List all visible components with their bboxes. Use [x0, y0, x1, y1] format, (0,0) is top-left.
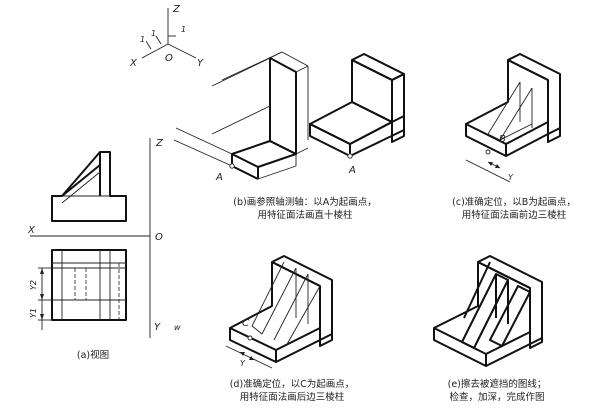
point-c-label: C — [242, 318, 249, 329]
caption-c-line1: (c)准确定位，以B为起画点， — [452, 197, 576, 208]
caption-e-line1: (e)擦去被遮挡的图线； — [447, 379, 547, 390]
caption-a: (a)视图 — [58, 349, 128, 362]
axis-origin-label: O — [165, 53, 173, 64]
dim-y1-label: Y1 — [29, 308, 38, 318]
view-b-left-prism: A — [173, 51, 309, 183]
caption-b-line1: (b)画参照轴测轴：以A为起画点， — [233, 197, 377, 208]
point-a-label-2: A — [348, 165, 356, 176]
caption-a-text: (a)视图 — [76, 350, 110, 361]
scale-mark-1b: 1 — [151, 29, 156, 38]
axonometric-axes: Z X Y O 1 1 1 — [129, 4, 204, 69]
view-a-orthographic: Z X O Y w Y2 Y1 — [27, 138, 181, 338]
view-x-label: X — [27, 225, 36, 236]
caption-e: (e)擦去被遮挡的图线； 检查，加深，完成作图 — [412, 378, 582, 404]
caption-b: (b)画参照轴测轴：以A为起画点， 用特征面法画直十棱柱 — [215, 196, 395, 222]
axis-y-label: Y — [197, 58, 204, 69]
view-yw-label: w — [174, 323, 181, 332]
view-d-block: C Y — [225, 255, 333, 369]
dim-y2-label: Y2 — [29, 280, 38, 290]
axis-x-label: X — [129, 58, 138, 69]
view-y-label: Y — [154, 322, 161, 333]
axis-z-label: Z — [172, 4, 181, 15]
caption-d-line1: (d)准确定位，以C为起画点， — [229, 379, 355, 390]
scale-mark-1a: 1 — [140, 35, 145, 44]
dim-y-label-b: Y — [508, 173, 514, 182]
caption-b-line2: 用特征面法画直十棱柱 — [257, 210, 353, 221]
scale-mark-1c: 1 — [181, 25, 186, 34]
caption-c-line2: 用特征面法画前边三棱柱 — [461, 210, 567, 221]
view-o-label: O — [155, 232, 163, 243]
caption-d-line2: 用特征面法画后边三棱柱 — [239, 392, 345, 403]
point-a-label-1: A — [215, 172, 223, 183]
view-z-label: Z — [155, 138, 164, 149]
caption-d: (d)准确定位，以C为起画点， 用特征面法画后边三棱柱 — [202, 378, 382, 404]
dim-y-label-c: Y — [240, 359, 246, 368]
view-b-right-block: A — [309, 53, 405, 176]
point-b-label: B — [499, 134, 506, 145]
view-c-block: B Y — [465, 53, 561, 183]
caption-e-line2: 检查，加深，完成作图 — [449, 392, 545, 403]
caption-c: (c)准确定位，以B为起画点， 用特征面法画前边三棱柱 — [424, 196, 604, 222]
view-e-block — [433, 255, 543, 367]
